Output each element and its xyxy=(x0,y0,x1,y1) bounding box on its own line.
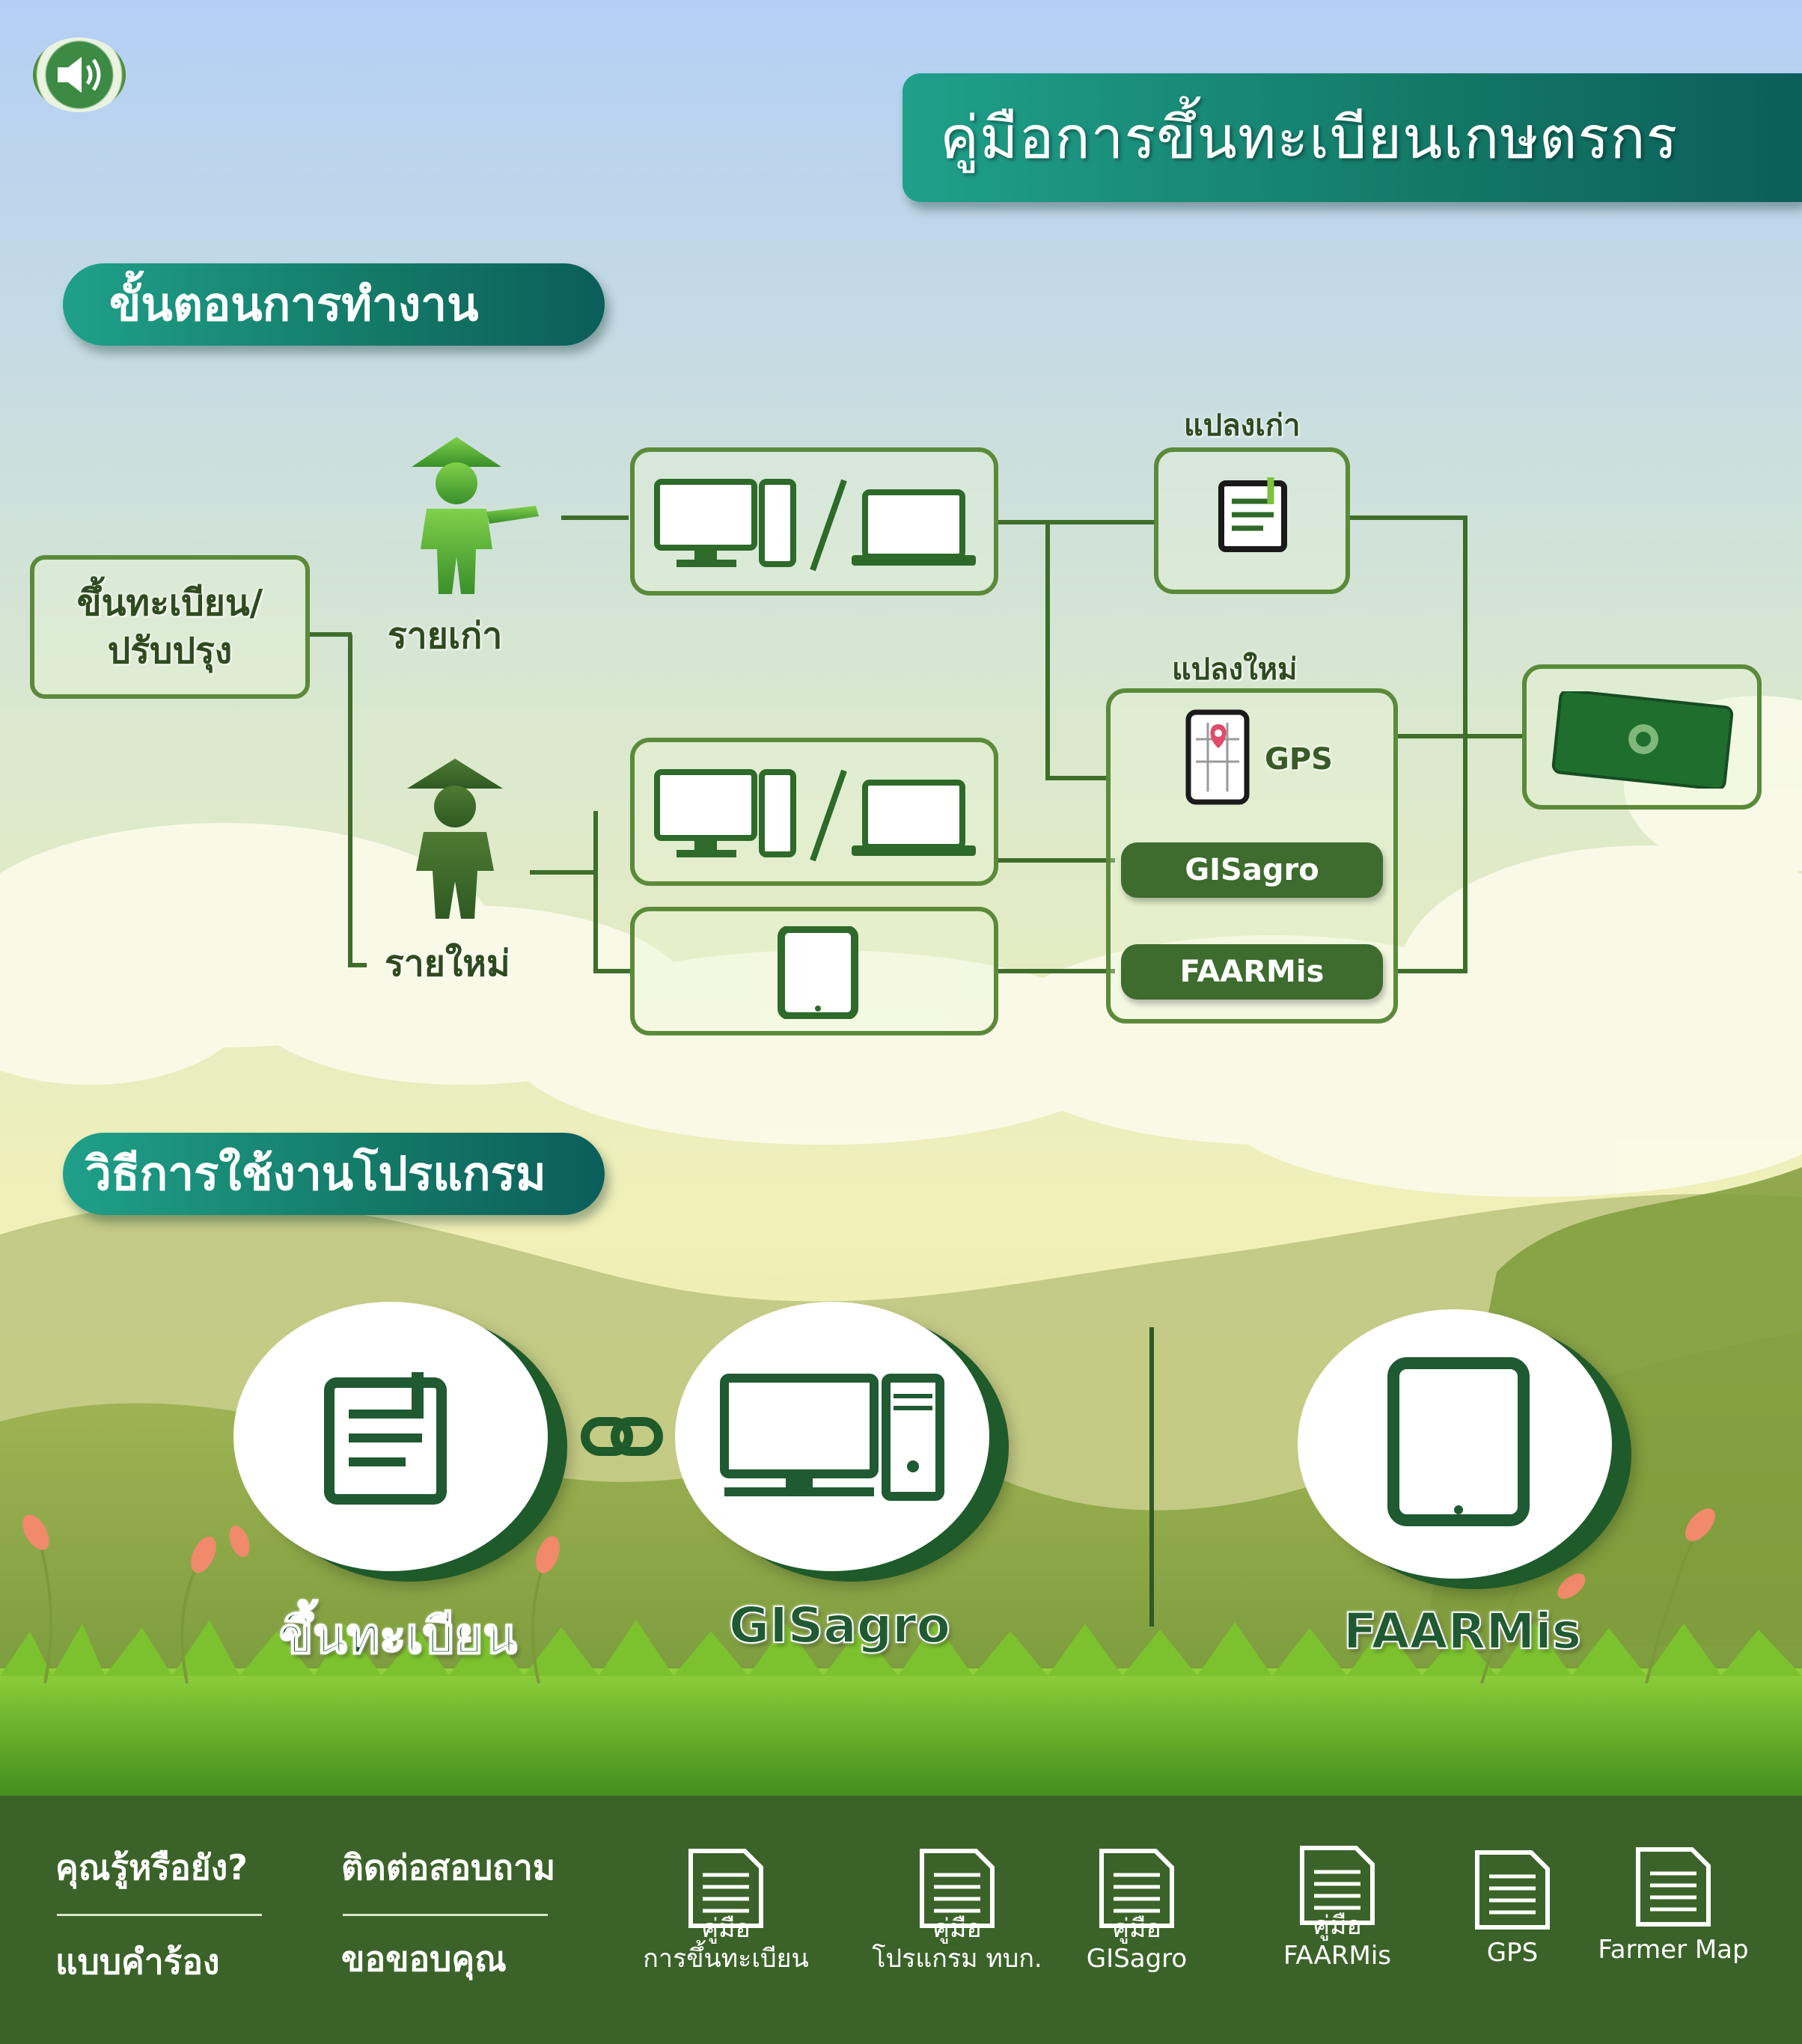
workflow-connectors xyxy=(308,515,1524,973)
document-icon xyxy=(1475,1850,1550,1930)
page-title-text: คู่มือการขึ้นทะเบียนเกษตรกร xyxy=(940,105,1679,172)
doc-link-gisagro[interactable]: คู่มือ GISagro xyxy=(1066,1846,1208,1974)
speaker-icon xyxy=(58,57,101,93)
contact-link[interactable]: ติดต่อสอบถาม xyxy=(341,1847,556,1888)
section-title-workflow-text: ขั้นตอนการทำงาน xyxy=(109,277,479,331)
farmer-card-icon xyxy=(1551,691,1734,789)
document-icon xyxy=(688,1849,763,1928)
doc-link-program-line2: โปรแกรม ทบก. xyxy=(872,1944,1042,1974)
gps-phone-icon xyxy=(1185,709,1250,805)
sound-button[interactable] xyxy=(33,37,126,112)
desktop-laptop-icon xyxy=(654,769,976,862)
doc-link-program-line1: คู่มือ xyxy=(932,1914,982,1944)
new-farmer-label: รายใหม่ xyxy=(385,943,510,985)
new-farmer-icon xyxy=(407,759,503,919)
link-icon xyxy=(581,1417,663,1456)
old-plot-box xyxy=(1154,447,1350,594)
old-plot-label: แปลงเก่า xyxy=(1184,409,1301,443)
register-box-label: ขึ้นทะเบียน/ ปรับปรุง xyxy=(76,582,263,672)
register-circle-label: ขึ้นทะเบียน xyxy=(278,1606,517,1665)
document-icon xyxy=(1636,1847,1711,1927)
document-icon xyxy=(1099,1849,1174,1928)
document-icon xyxy=(324,1372,447,1505)
faarmis-circle-label: FAARMis xyxy=(1343,1602,1582,1661)
gisagro-circle-button[interactable] xyxy=(675,1302,989,1571)
gps-label: GPS xyxy=(1265,742,1333,777)
pc-laptop-box-new xyxy=(630,738,998,886)
footer-divider-1 xyxy=(57,1914,262,1916)
document-icon xyxy=(1218,477,1287,552)
doc-link-gps-line2: GPS xyxy=(1486,1938,1539,1968)
doc-link-registration-line2: การขึ้นทะเบียน xyxy=(643,1944,809,1974)
doc-link-faarmis[interactable]: คู่มือ FAARMis xyxy=(1266,1843,1408,1971)
desktop-icon xyxy=(720,1374,944,1501)
request-form-link[interactable]: แบบคำร้อง xyxy=(55,1942,220,1982)
doc-link-gps[interactable]: GPS xyxy=(1456,1848,1569,1968)
gisagro-circle-label: GISagro xyxy=(728,1596,951,1655)
pc-laptop-box-old xyxy=(630,447,998,596)
register-box: ขึ้นทะเบียน/ ปรับปรุง xyxy=(30,555,310,699)
section-title-workflow: ขั้นตอนการทำงาน xyxy=(63,263,605,346)
doc-link-faarmis-line2: FAARMis xyxy=(1283,1941,1392,1971)
faarmis-pill-label: FAARMis xyxy=(1179,955,1325,989)
faarmis-pill: FAARMis xyxy=(1121,944,1383,1000)
gisagro-pill: GISagro xyxy=(1121,842,1383,898)
thanks-link[interactable]: ขอขอบคุณ xyxy=(341,1939,507,1979)
new-plot-box: GPS GISagro FAARMis xyxy=(1106,688,1398,1023)
old-farmer-icon xyxy=(412,437,539,594)
tablet-box xyxy=(630,907,998,1035)
section-title-usage-text: วิธีการใช้งานโปรแกรม xyxy=(85,1146,546,1201)
doc-link-faarmis-line1: คู่มือ xyxy=(1313,1911,1362,1941)
doc-link-registration-line1: คู่มือ xyxy=(701,1914,751,1944)
footer-bar: คุณรู้หรือยัง? ติดต่อสอบถาม แบบคำร้อง ขอ… xyxy=(0,1796,1802,2044)
doc-link-program[interactable]: คู่มือ โปรแกรม ทบก. xyxy=(849,1846,1066,1974)
register-circle-button[interactable] xyxy=(233,1302,548,1571)
tablet-icon xyxy=(1387,1357,1530,1526)
new-plot-label: แปลงใหม่ xyxy=(1172,652,1298,687)
usage-divider xyxy=(1149,1327,1154,1627)
footer-divider-2 xyxy=(343,1914,548,1916)
document-icon xyxy=(1300,1846,1375,1925)
doc-link-farmer-map-line2: Farmer Map xyxy=(1598,1935,1749,1965)
desktop-laptop-icon xyxy=(654,479,976,572)
section-title-usage: วิธีการใช้งานโปรแกรม xyxy=(63,1133,605,1215)
faarmis-circle-button[interactable] xyxy=(1298,1309,1612,1579)
doc-link-gisagro-line1: คู่มือ xyxy=(1112,1914,1161,1944)
doc-link-gisagro-line2: GISagro xyxy=(1086,1944,1188,1974)
did-you-know-link[interactable]: คุณรู้หรือยัง? xyxy=(55,1847,248,1888)
farmer-card-box xyxy=(1522,664,1762,810)
doc-link-farmer-map[interactable]: Farmer Map xyxy=(1583,1845,1763,1965)
gisagro-pill-label: GISagro xyxy=(1185,853,1319,887)
old-farmer-label: รายเก่า xyxy=(388,615,503,657)
page-title: คู่มือการขึ้นทะเบียนเกษตรกร xyxy=(902,73,1802,202)
document-icon xyxy=(920,1849,995,1928)
doc-link-registration[interactable]: คู่มือ การขึ้นทะเบียน xyxy=(629,1846,823,1974)
tablet-icon xyxy=(778,926,858,1019)
